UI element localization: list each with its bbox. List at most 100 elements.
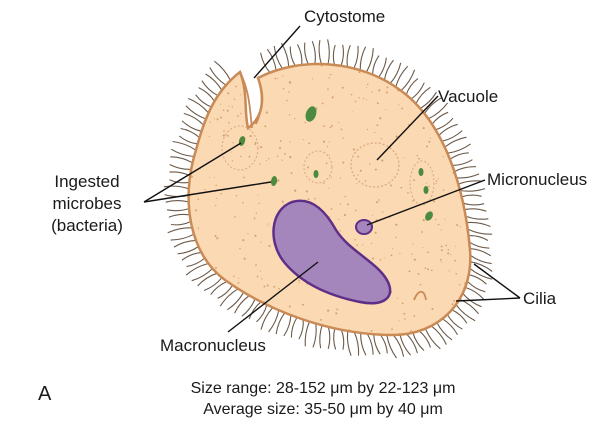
granule xyxy=(381,160,383,162)
granule xyxy=(198,227,200,229)
granule xyxy=(371,330,373,332)
granule xyxy=(375,232,377,234)
granule xyxy=(299,282,300,283)
granule xyxy=(366,99,367,100)
granule xyxy=(232,160,233,161)
granule xyxy=(247,233,248,234)
cilium xyxy=(450,153,469,160)
cilium xyxy=(305,322,309,347)
granule xyxy=(404,318,406,320)
granule xyxy=(244,147,245,148)
granule xyxy=(359,71,361,73)
cilium xyxy=(470,249,491,256)
cilium xyxy=(360,47,365,70)
granule xyxy=(234,216,236,218)
granule xyxy=(401,107,403,109)
granule xyxy=(414,315,416,317)
granule xyxy=(402,302,404,304)
granule xyxy=(412,200,414,202)
granule xyxy=(327,310,329,312)
granule xyxy=(214,118,215,119)
granule xyxy=(264,125,266,127)
granule xyxy=(357,174,358,175)
granule xyxy=(412,253,413,254)
granule xyxy=(227,92,229,94)
cilium xyxy=(454,167,476,172)
granule xyxy=(284,153,286,155)
cilium xyxy=(361,333,366,355)
granule xyxy=(378,199,380,201)
granule xyxy=(398,104,399,105)
cilium xyxy=(242,299,255,317)
granule xyxy=(436,180,437,181)
granule xyxy=(236,195,237,196)
granule xyxy=(449,270,450,271)
granule xyxy=(223,109,224,110)
granule xyxy=(459,284,461,286)
granule xyxy=(228,106,229,107)
cilium xyxy=(170,165,192,170)
granule xyxy=(438,178,439,179)
cilium xyxy=(447,144,470,153)
cilium xyxy=(198,273,217,286)
granule xyxy=(277,156,278,157)
granule xyxy=(353,148,355,150)
cilium xyxy=(380,335,387,354)
granule xyxy=(282,75,283,76)
granule xyxy=(254,218,256,220)
granule xyxy=(228,122,230,124)
label-vacuole: Vacuole xyxy=(438,87,498,106)
granule xyxy=(385,109,386,110)
granule xyxy=(377,102,379,104)
granule xyxy=(302,304,304,306)
panel-letter: A xyxy=(38,383,52,405)
cilium xyxy=(196,95,212,107)
cilium xyxy=(419,331,430,348)
granule xyxy=(328,188,329,189)
cilium xyxy=(341,45,343,66)
granule xyxy=(215,205,216,206)
granule xyxy=(233,276,234,277)
granule xyxy=(349,329,350,330)
granule xyxy=(445,245,447,247)
granule xyxy=(216,237,218,239)
granule xyxy=(366,87,367,88)
granule xyxy=(232,106,233,107)
granule xyxy=(223,130,225,132)
microbe xyxy=(419,168,424,176)
granule xyxy=(440,259,442,261)
cilium xyxy=(387,335,397,358)
granule xyxy=(267,285,269,287)
granule xyxy=(363,98,364,99)
granule xyxy=(240,156,242,158)
cilium xyxy=(413,333,424,351)
cilium xyxy=(169,214,190,217)
cilium xyxy=(463,203,484,205)
granule xyxy=(240,113,241,114)
granule xyxy=(259,203,260,204)
granule xyxy=(391,328,393,330)
granule xyxy=(438,224,440,226)
granule xyxy=(256,213,257,214)
cilium xyxy=(347,45,350,67)
granule xyxy=(282,200,284,202)
granule xyxy=(260,271,261,272)
granule xyxy=(450,254,451,255)
granule xyxy=(443,156,444,157)
granule xyxy=(243,177,245,179)
granule xyxy=(268,245,270,247)
cilium xyxy=(390,63,401,84)
granule xyxy=(217,118,219,120)
granule xyxy=(441,230,442,231)
granule xyxy=(266,112,268,114)
granule xyxy=(254,144,255,145)
granule xyxy=(447,252,449,254)
cilium xyxy=(439,124,458,135)
granule xyxy=(395,237,396,238)
granule xyxy=(391,255,393,257)
granule xyxy=(357,156,359,158)
granule xyxy=(430,138,431,139)
cilium xyxy=(465,287,484,299)
granule xyxy=(355,101,357,103)
granule xyxy=(257,194,258,195)
